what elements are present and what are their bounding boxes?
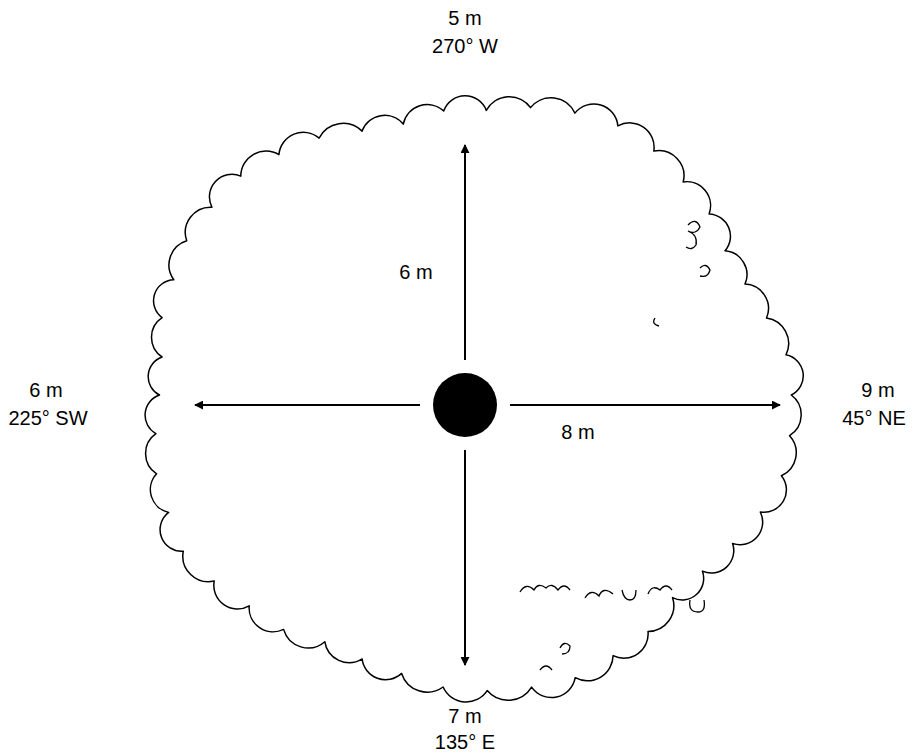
canopy-texture (520, 221, 710, 670)
direction-label: 135° E (435, 730, 495, 754)
canopy-outline (145, 96, 803, 702)
direction-label: 45° NE (842, 406, 906, 430)
south-arrow (464, 450, 466, 665)
north-arrow (464, 145, 466, 360)
dimension-label: 9 m (861, 378, 894, 402)
trunk-dot (433, 373, 497, 437)
radius-arrows (195, 145, 780, 665)
west-arrow (195, 404, 420, 406)
dimension-label: 7 m (448, 704, 481, 728)
direction-label: 270° W (432, 34, 498, 58)
radius-label: 8 m (561, 420, 594, 444)
dimension-label: 5 m (448, 6, 481, 30)
east-arrow (510, 404, 780, 406)
radius-label: 6 m (399, 260, 432, 284)
direction-label: 225° SW (8, 406, 87, 430)
dimension-label: 6 m (29, 378, 62, 402)
